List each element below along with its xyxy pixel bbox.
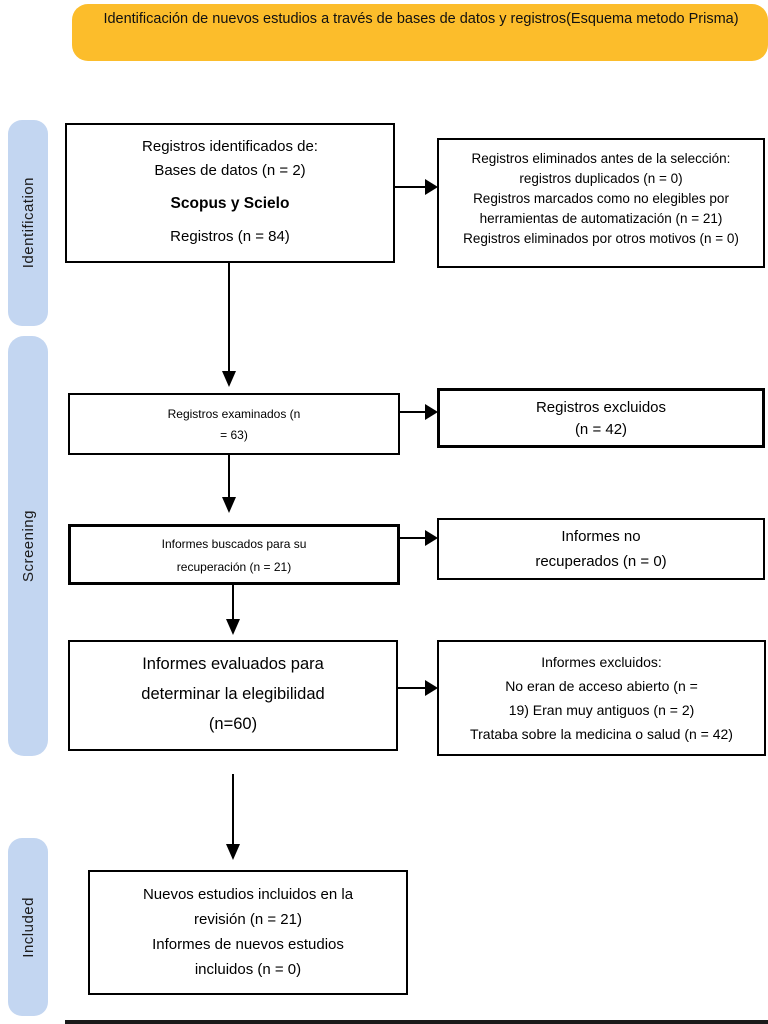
reports-not-retrieved-line: Informes no <box>561 528 641 545</box>
records-identified-line: Bases de datos (n = 2) <box>154 162 306 179</box>
reports-not-retrieved-line: recuperados (n = 0) <box>535 553 667 570</box>
connector-assessed-to-excluded <box>398 687 426 689</box>
box-new-studies-included: Nuevos estudios incluidos en la revisión… <box>88 870 408 995</box>
new-studies-included-line: revisión (n = 21) <box>194 911 302 928</box>
diagram-title-banner: Identificación de nuevos estudios a trav… <box>72 4 768 61</box>
box-reports-excluded: Informes excluidos: No eran de acceso ab… <box>437 640 766 756</box>
connector-sought-to-assessed <box>232 585 234 619</box>
arrow-down-icon <box>222 497 236 513</box>
box-reports-assessed: Informes evaluados para determinar la el… <box>68 640 398 751</box>
stage-label-screening: Screening <box>8 336 48 756</box>
box-reports-not-retrieved: Informes no recuperados (n = 0) <box>437 518 765 580</box>
box-reports-sought: Informes buscados para su recuperación (… <box>68 524 400 585</box>
records-identified-sources: Scopus y Scielo <box>170 195 290 212</box>
new-studies-included-line: incluidos (n = 0) <box>194 961 302 978</box>
reports-excluded-line: 19) Eran muy antiguos (n = 2) <box>508 702 695 718</box>
connector-screened-to-sought <box>228 455 230 497</box>
arrow-right-icon <box>425 530 438 546</box>
arrow-down-icon <box>226 619 240 635</box>
records-removed-line: registros duplicados (n = 0) <box>519 171 683 186</box>
stage-label-identification-text: Identification <box>19 177 37 269</box>
records-screened-line: Registros examinados (n <box>167 407 301 421</box>
box-records-removed: Registros eliminados antes de la selecci… <box>437 138 765 268</box>
reports-assessed-line: Informes evaluados para <box>142 655 324 673</box>
connector-sought-to-not-retrieved <box>400 537 426 539</box>
arrow-right-icon <box>425 680 438 696</box>
records-identified-line: Registros identificados de: <box>142 138 318 155</box>
reports-assessed-line: determinar la elegibilidad <box>141 685 325 703</box>
records-excluded-line: (n = 42) <box>574 421 628 438</box>
reports-sought-line: recuperación (n = 21) <box>176 560 292 574</box>
arrow-right-icon <box>425 404 438 420</box>
box-records-excluded: Registros excluidos (n = 42) <box>437 388 765 448</box>
reports-assessed-line: (n=60) <box>208 715 258 733</box>
records-removed-line: herramientas de automatización (n = 21) <box>479 211 723 226</box>
box-records-identified: Registros identificados de: Bases de dat… <box>65 123 395 263</box>
stage-label-identification: Identification <box>8 120 48 326</box>
stage-label-included: Included <box>8 838 48 1016</box>
records-screened-line: = 63) <box>220 428 248 442</box>
records-removed-line: Registros marcados como no elegibles por <box>473 191 729 206</box>
connector-identified-to-removed <box>395 186 426 188</box>
stage-label-included-text: Included <box>19 896 37 958</box>
reports-excluded-line: Trataba sobre la medicina o salud (n = 4… <box>470 726 733 742</box>
diagram-title: Identificación de nuevos estudios a trav… <box>103 11 739 27</box>
records-excluded-line: Registros excluidos <box>535 399 667 416</box>
records-identified-line: Registros (n = 84) <box>170 228 290 245</box>
reports-excluded-line: No eran de acceso abierto (n = <box>505 678 698 694</box>
records-removed-line: Registros eliminados por otros motivos (… <box>463 231 739 246</box>
arrow-right-icon <box>425 179 438 195</box>
connector-identified-to-screened <box>228 263 230 371</box>
new-studies-included-line: Nuevos estudios incluidos en la <box>142 886 354 903</box>
arrow-down-icon <box>222 371 236 387</box>
new-studies-included-line: Informes de nuevos estudios <box>152 936 344 953</box>
box-records-screened: Registros examinados (n = 63) <box>68 393 400 455</box>
reports-excluded-line: Informes excluidos: <box>541 654 662 670</box>
arrow-down-icon <box>226 844 240 860</box>
records-removed-line: Registros eliminados antes de la selecci… <box>471 151 731 166</box>
reports-sought-line: Informes buscados para su <box>161 537 307 551</box>
connector-screened-to-excluded <box>400 411 426 413</box>
bottom-cropped-edge <box>65 1020 768 1024</box>
connector-assessed-to-included <box>232 774 234 844</box>
stage-label-screening-text: Screening <box>19 509 37 583</box>
